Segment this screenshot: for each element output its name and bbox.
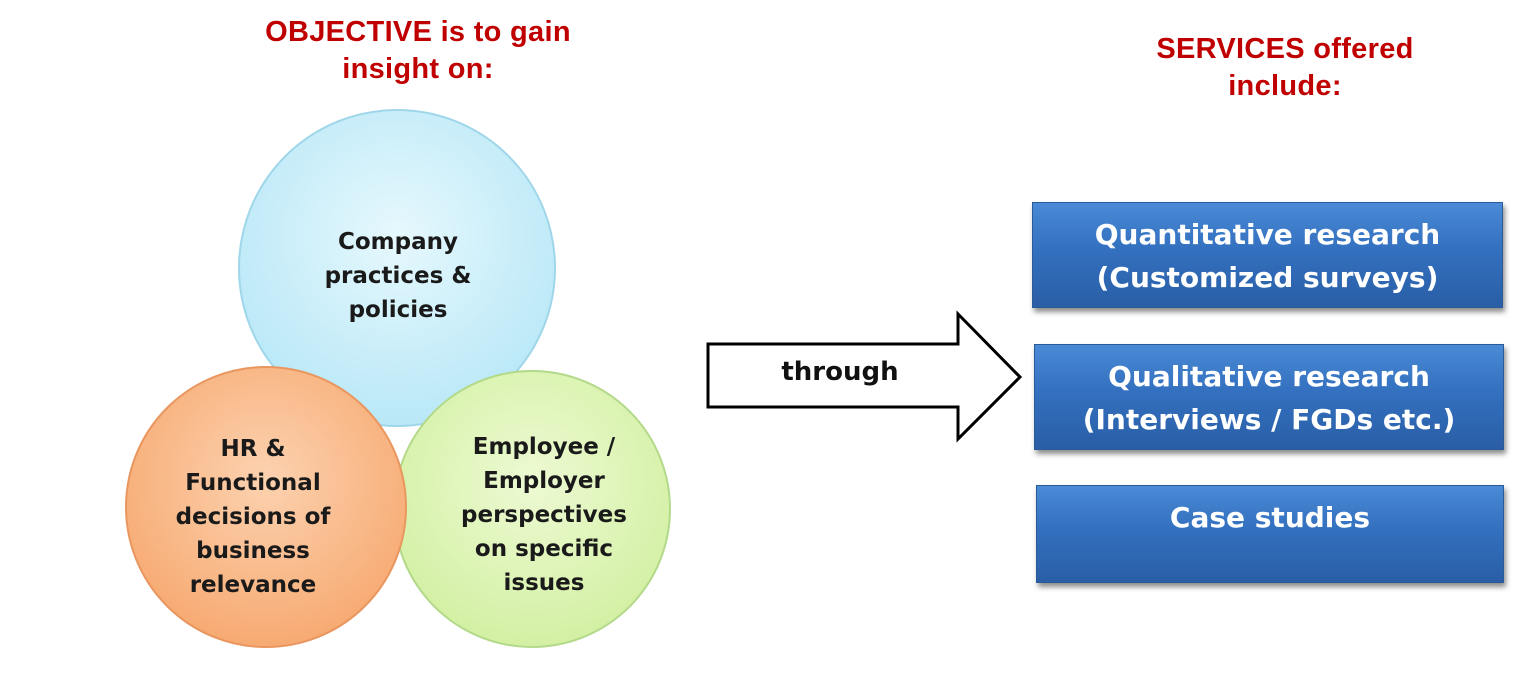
employee-perspectives-line-2: Employer: [483, 468, 605, 494]
hr-decisions-label: HR & Functional decisions of business re…: [130, 432, 376, 602]
service-quantitative-title: Quantitative research: [1094, 218, 1441, 251]
circle-hr-decisions: [125, 366, 407, 648]
service-case-studies-title: Case studies: [1169, 501, 1371, 534]
hr-decisions-line-4: business: [196, 538, 310, 564]
company-practices-label: Company practices & policies: [288, 225, 508, 327]
hr-decisions-line-1: HR &: [220, 436, 286, 462]
services-heading-line-2: include:: [1228, 70, 1342, 102]
services-heading: SERVICES offered include:: [1085, 31, 1485, 105]
circle-company-practices: [238, 109, 556, 427]
hr-decisions-line-3: decisions of: [175, 504, 331, 530]
company-practices-line-3: policies: [348, 297, 448, 323]
hr-decisions-line-2: Functional: [185, 470, 321, 496]
objective-heading-line-1: OBJECTIVE is to gain: [265, 16, 571, 48]
employee-perspectives-line-4: on specific: [474, 536, 614, 562]
service-qualitative-detail: (Interviews / FGDs etc.): [1082, 403, 1456, 436]
through-arrow: [706, 310, 1023, 443]
company-practices-line-2: practices &: [324, 263, 472, 289]
employee-perspectives-label: Employee / Employer perspectives on spec…: [424, 430, 664, 600]
employee-perspectives-line-1: Employee /: [472, 434, 616, 460]
service-quantitative-detail: (Customized surveys): [1096, 261, 1439, 294]
employee-perspectives-line-3: perspectives: [461, 502, 627, 528]
service-qualitative-title: Qualitative research: [1108, 360, 1430, 393]
hr-decisions-line-5: relevance: [189, 572, 317, 598]
employee-perspectives-line-5: issues: [503, 570, 585, 596]
service-case-studies: Case studies: [1036, 485, 1504, 583]
through-arrow-label: through: [781, 357, 899, 387]
objective-heading: OBJECTIVE is to gain insight on:: [218, 14, 618, 88]
service-quantitative-research: Quantitative research (Customized survey…: [1032, 202, 1503, 308]
services-heading-line-1: SERVICES offered: [1156, 33, 1414, 65]
company-practices-line-1: Company: [338, 229, 458, 255]
objective-heading-line-2: insight on:: [342, 53, 494, 85]
service-qualitative-research: Qualitative research (Interviews / FGDs …: [1034, 344, 1504, 450]
